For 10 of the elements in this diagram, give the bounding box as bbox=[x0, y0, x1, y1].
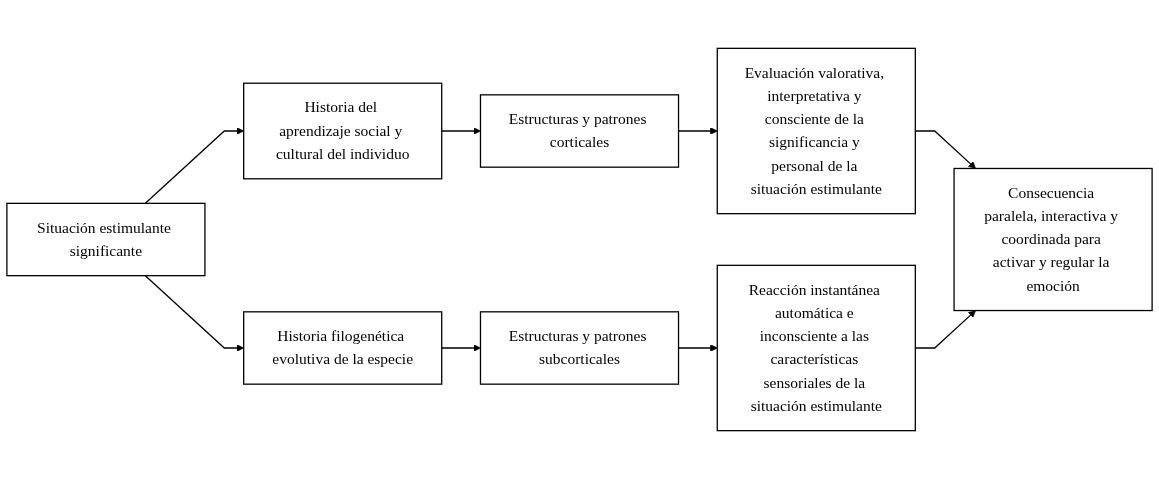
node-box: Evaluación valorativa, interpretativa y consciente de la significancia y personal de la situación estimulante bbox=[716, 47, 916, 215]
node-box: Estructuras y patrones subcorticales bbox=[479, 311, 680, 385]
arrow bbox=[441, 127, 481, 135]
node-box: Historia filogenética evolutiva de la especie bbox=[243, 311, 443, 385]
arrow bbox=[441, 344, 481, 352]
node-box: Reacción instantánea automática e inconsciente a las características sensoriales de la situación estimulante bbox=[716, 264, 916, 432]
node-box: Estructuras y patrones corticales bbox=[479, 94, 680, 168]
node-box: Situación estimulante significante bbox=[6, 202, 206, 277]
node-box: Consecuencia paralela, interactiva y coordinada para activar y regular la emoción bbox=[953, 167, 1153, 312]
node-box: Historia del aprendizaje social y cultural del individuo bbox=[243, 82, 443, 180]
